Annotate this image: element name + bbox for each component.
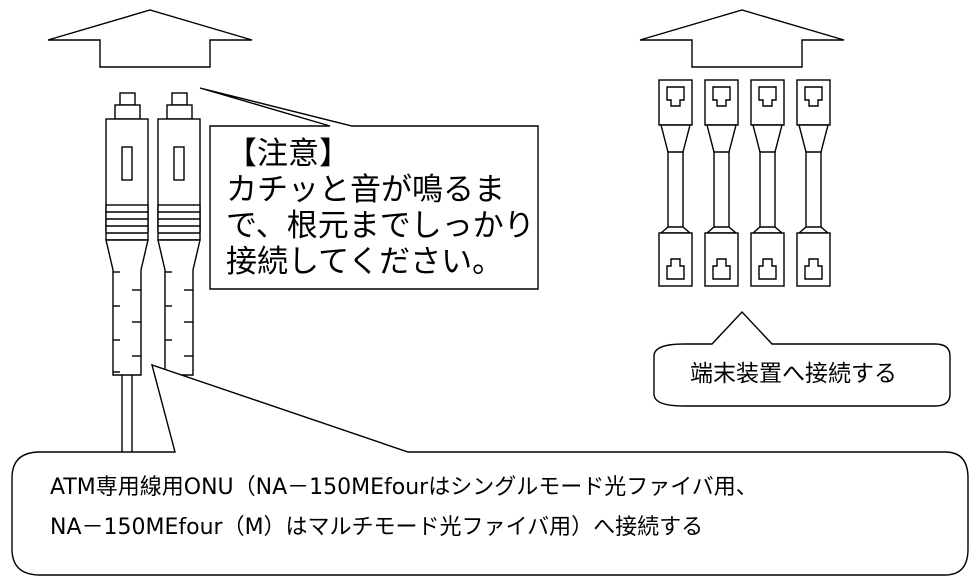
note-line-4: 接続してください。	[226, 244, 504, 280]
onu-line-1: ATM専用線用ONU（NA－150MEfourはシングルモード光ファイバ用、	[50, 475, 758, 500]
rj45-cable-3-icon	[750, 79, 785, 287]
note-callout-shape	[199, 87, 539, 290]
rj45-cables-icon	[658, 79, 831, 287]
terminal-callout-shape	[653, 310, 951, 407]
rj45-cable-4-icon	[796, 79, 831, 287]
fiber-connectors-icon	[105, 92, 201, 456]
note-callout-text: 【注意】 カチッと音が鳴るま で、根元までしっかり 接続してください。	[226, 136, 556, 280]
onu-line-2: NA－150MEfour（M）はマルチモード光ファイバ用）へ接続する	[50, 515, 704, 540]
fiber-connector-right-icon	[157, 92, 201, 376]
onu-callout-text: ATM専用線用ONU（NA－150MEfourはシングルモード光ファイバ用、 N…	[50, 468, 950, 548]
up-arrow-right-icon	[639, 9, 845, 68]
note-line-2: カチッと音が鳴るま	[226, 172, 505, 208]
note-line-1: 【注意】	[226, 136, 350, 172]
rj45-cable-2-icon	[704, 79, 739, 287]
terminal-callout-text: 端末装置へ接続する	[690, 361, 897, 387]
rj45-cable-1-icon	[658, 79, 693, 287]
onu-callout-shape	[11, 363, 969, 576]
fiber-connector-left-icon	[105, 92, 149, 456]
up-arrow-left-icon	[47, 9, 253, 68]
note-line-3: で、根元までしっかり	[226, 208, 535, 244]
